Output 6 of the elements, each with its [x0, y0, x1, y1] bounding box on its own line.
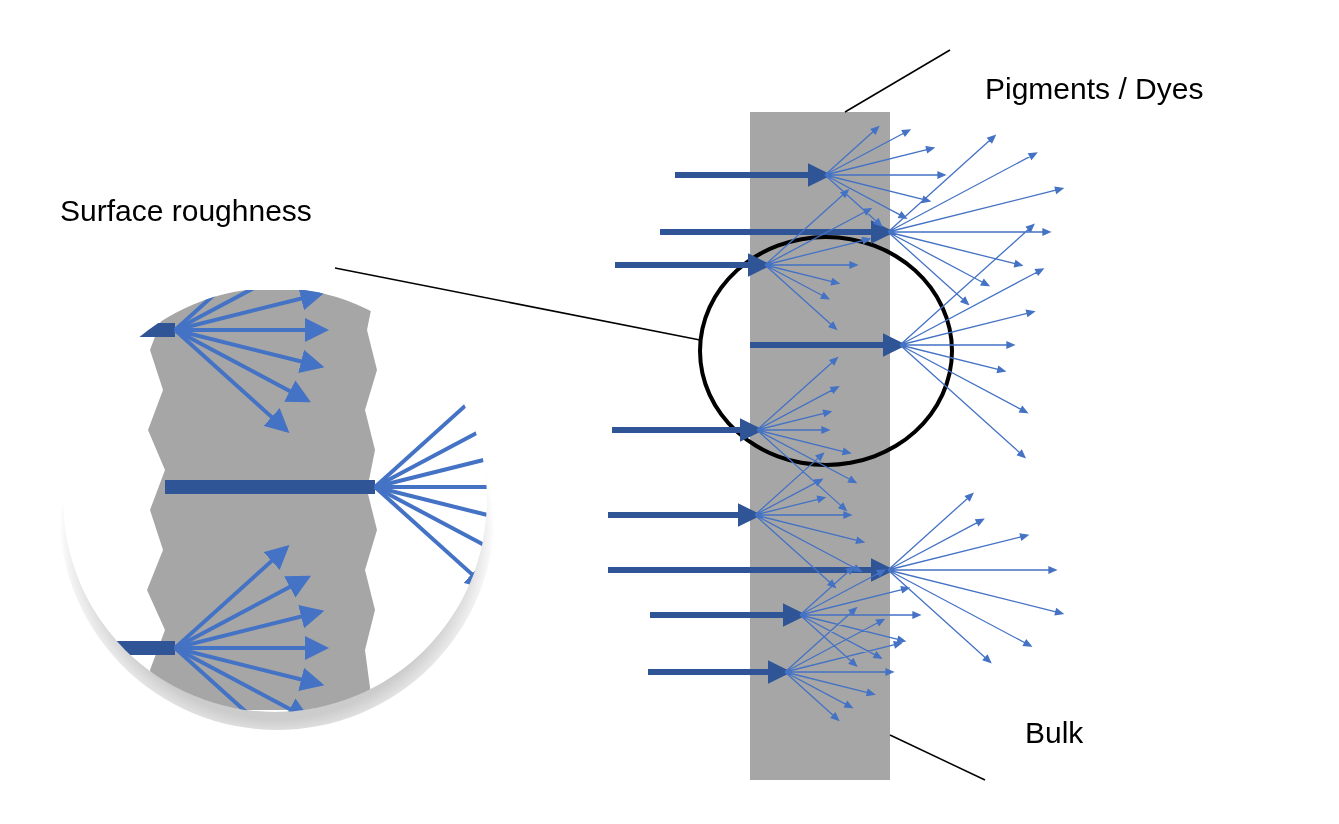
- callout-label: Pigments / Dyes: [985, 71, 1205, 107]
- callout-label: Surface roughness: [60, 193, 313, 229]
- leader-line: [844, 49, 951, 113]
- callout-label: Bulk: [1025, 715, 1085, 751]
- leader-line: [889, 734, 986, 781]
- leader-line: [334, 267, 701, 341]
